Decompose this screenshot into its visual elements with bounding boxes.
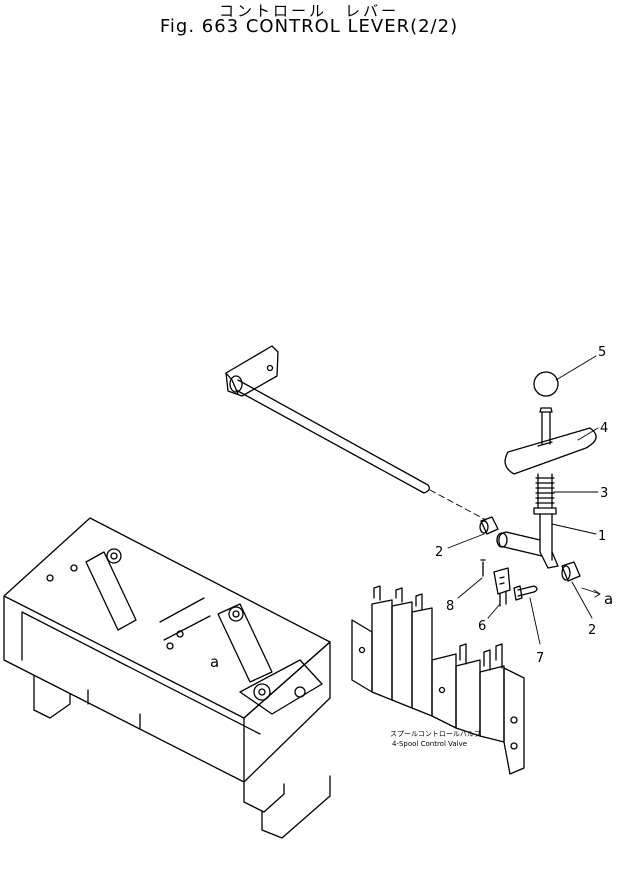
leader-5 bbox=[555, 355, 597, 381]
leader-2b bbox=[571, 581, 593, 619]
figure-title: Fig. 663 CONTROL LEVER(2/2) bbox=[159, 16, 459, 37]
pin-8 bbox=[480, 559, 486, 577]
callout-3: 3 bbox=[600, 486, 608, 501]
valve-label-english: 4-Spool Control Valve bbox=[392, 740, 467, 748]
callout-8: 8 bbox=[446, 599, 454, 614]
lever-foot bbox=[539, 551, 559, 569]
bracket-hole bbox=[232, 610, 240, 618]
callout-5: 5 bbox=[598, 345, 606, 360]
main-frame bbox=[3, 517, 331, 839]
linkage-rod bbox=[235, 379, 430, 494]
rod-bracket-flange bbox=[225, 372, 239, 395]
plate-hole bbox=[294, 686, 306, 698]
leader-6 bbox=[487, 603, 501, 619]
clevis-6-tail bbox=[499, 591, 507, 607]
reference-a-frame: a bbox=[210, 653, 219, 671]
rod-centerline bbox=[429, 489, 487, 521]
frame-bracket-1 bbox=[85, 551, 137, 631]
frame-bolt bbox=[70, 564, 78, 572]
frame-side-face bbox=[243, 641, 331, 783]
spool-caps-upper bbox=[373, 585, 423, 611]
lever-upper-shaft bbox=[541, 411, 551, 445]
callout-4: 4 bbox=[600, 421, 608, 436]
leader-8 bbox=[457, 577, 483, 599]
frame-bracket-2 bbox=[217, 603, 273, 683]
arrow-a-head bbox=[593, 589, 601, 598]
bracket-hole bbox=[110, 552, 118, 560]
valve-label-japanese: スプールコントロールバルブ bbox=[390, 729, 481, 738]
leader-7 bbox=[529, 597, 541, 645]
bushing-end bbox=[479, 520, 489, 534]
valve-port bbox=[510, 742, 518, 750]
frame-leg-right bbox=[243, 775, 331, 839]
spool-control-valve bbox=[351, 585, 525, 775]
callout-7: 7 bbox=[536, 651, 544, 666]
spool-caps-lower bbox=[459, 643, 503, 671]
frame-linkage-plate bbox=[239, 659, 323, 715]
bracket-hole bbox=[266, 364, 274, 372]
bushing-body bbox=[561, 561, 581, 582]
valve-section-2 bbox=[391, 601, 413, 709]
bolt-7-head bbox=[513, 585, 523, 601]
lever-tip bbox=[539, 407, 553, 413]
rod-bracket-plate bbox=[225, 345, 279, 397]
plate-hole bbox=[253, 683, 271, 701]
valve-section-6 bbox=[479, 665, 505, 743]
leader-2a bbox=[447, 533, 485, 549]
valve-body-left bbox=[351, 619, 373, 693]
frame-front-face bbox=[3, 595, 245, 783]
arrow-a bbox=[581, 587, 601, 595]
rod-end-boss bbox=[229, 375, 243, 393]
valve-port bbox=[358, 646, 366, 654]
valve-section-5 bbox=[455, 659, 481, 737]
bushing-end bbox=[561, 565, 571, 581]
spring bbox=[535, 473, 555, 509]
frame-inner-rail bbox=[21, 611, 261, 735]
boot-detail bbox=[537, 441, 553, 447]
leader-lines bbox=[447, 355, 601, 645]
linkage-rod-assembly bbox=[225, 345, 487, 521]
knob bbox=[533, 371, 559, 397]
frame-rib bbox=[159, 597, 211, 641]
cross-pipe-left-end bbox=[496, 532, 508, 548]
valve-section-1 bbox=[371, 599, 393, 701]
frame-bolt bbox=[166, 642, 174, 650]
valve-end-block bbox=[503, 667, 525, 775]
valve-section-3 bbox=[411, 607, 433, 717]
clevis-6 bbox=[493, 567, 511, 595]
bushing-left bbox=[479, 516, 499, 535]
small-parts bbox=[480, 559, 538, 607]
callout-labels: 5 4 3 1 2 2 8 6 7 a a スプールコントロールバルブ 4-Sp… bbox=[210, 345, 613, 748]
lever-assembly bbox=[496, 371, 597, 569]
lever-cross-pipe bbox=[498, 531, 543, 557]
reference-a-right: a bbox=[604, 590, 613, 608]
frame-leg-detail bbox=[87, 689, 141, 729]
valve-port bbox=[510, 716, 518, 724]
frame-bolt bbox=[46, 574, 54, 582]
valve-port bbox=[438, 686, 446, 694]
leader-1 bbox=[551, 523, 597, 535]
bracket-hole bbox=[106, 548, 122, 564]
callout-6: 6 bbox=[478, 619, 486, 634]
frame-leg-left bbox=[33, 675, 71, 719]
lever-lower-shaft bbox=[539, 513, 553, 561]
lever-boot bbox=[504, 427, 597, 475]
bushing-right bbox=[561, 561, 581, 582]
leader-4 bbox=[577, 427, 599, 441]
callout-2-right: 2 bbox=[588, 623, 596, 638]
bushing-body bbox=[480, 516, 499, 535]
spring-seat bbox=[533, 507, 557, 515]
callout-1: 1 bbox=[598, 529, 606, 544]
plate-hole bbox=[258, 688, 266, 696]
title-japanese: コントロール レバー bbox=[218, 2, 399, 20]
callout-2-left: 2 bbox=[435, 545, 443, 560]
bracket-hole bbox=[228, 606, 244, 622]
